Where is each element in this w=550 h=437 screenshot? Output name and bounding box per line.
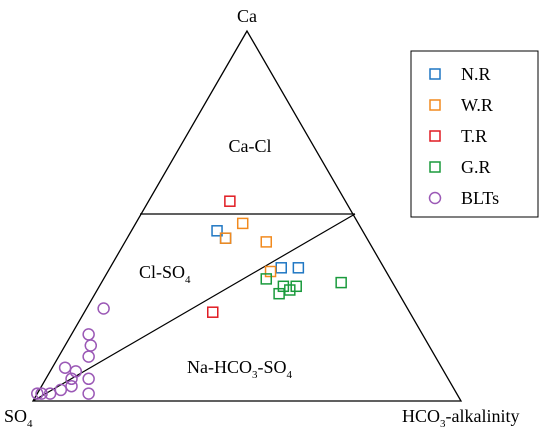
data-point-gr (277, 280, 290, 293)
data-point-blts (54, 383, 68, 397)
data-point-blts (65, 379, 78, 393)
data-point-blts (65, 372, 78, 386)
vertex-label-ca: Ca (237, 6, 257, 26)
data-point-blts (84, 339, 98, 352)
vertex-label-so4: SO4 (4, 406, 33, 430)
legend: N.R W.R T.R G.R BLTs (410, 50, 539, 218)
ternary-triangle (31, 29, 463, 402)
data-point-tr (224, 195, 236, 207)
data-point-wr (219, 232, 232, 244)
data-point-wr (236, 217, 249, 230)
data-point-tr (207, 306, 219, 318)
legend-label-wr: W.R (461, 95, 493, 115)
data-point-nr (292, 262, 305, 274)
data-point-gr (335, 276, 347, 289)
data-point-wr (260, 236, 273, 248)
data-point-blts (82, 387, 95, 400)
legend-label-blts: BLTs (461, 188, 499, 208)
data-point-blts (82, 328, 95, 341)
legend-marker-tr (429, 130, 441, 142)
legend-marker-blts (428, 191, 442, 205)
data-point-nr (275, 262, 287, 274)
data-point-gr (290, 280, 302, 293)
data-point-blts (69, 365, 83, 378)
legend-marker-wr (429, 99, 441, 111)
data-point-gr (284, 284, 296, 296)
legend-label-gr: G.R (461, 157, 491, 177)
data-point-blts (82, 350, 95, 363)
region-label-ca-cl: Ca-Cl (229, 136, 272, 156)
legend-marker-gr (429, 161, 441, 173)
data-point-blts (31, 387, 44, 400)
legend-marker-nr (429, 68, 441, 80)
data-point-blts (58, 361, 72, 374)
vertex-label-hco3-alkalinity: HCO3-alkalinity (402, 406, 520, 430)
data-point-blts (43, 387, 57, 400)
data-points (31, 195, 347, 400)
data-point-blts (97, 302, 110, 315)
legend-label-nr: N.R (461, 64, 491, 84)
data-point-blts (35, 387, 48, 400)
divider-diagonal (32, 213, 356, 402)
data-point-blts (82, 372, 95, 386)
legend-label-tr: T.R (461, 126, 487, 146)
region-label-na-hco3-so4: Na-HCO3-SO4 (187, 357, 293, 381)
data-point-nr (211, 225, 223, 237)
data-point-gr (260, 273, 273, 285)
region-label-cl-so4: Cl-SO4 (139, 262, 191, 286)
